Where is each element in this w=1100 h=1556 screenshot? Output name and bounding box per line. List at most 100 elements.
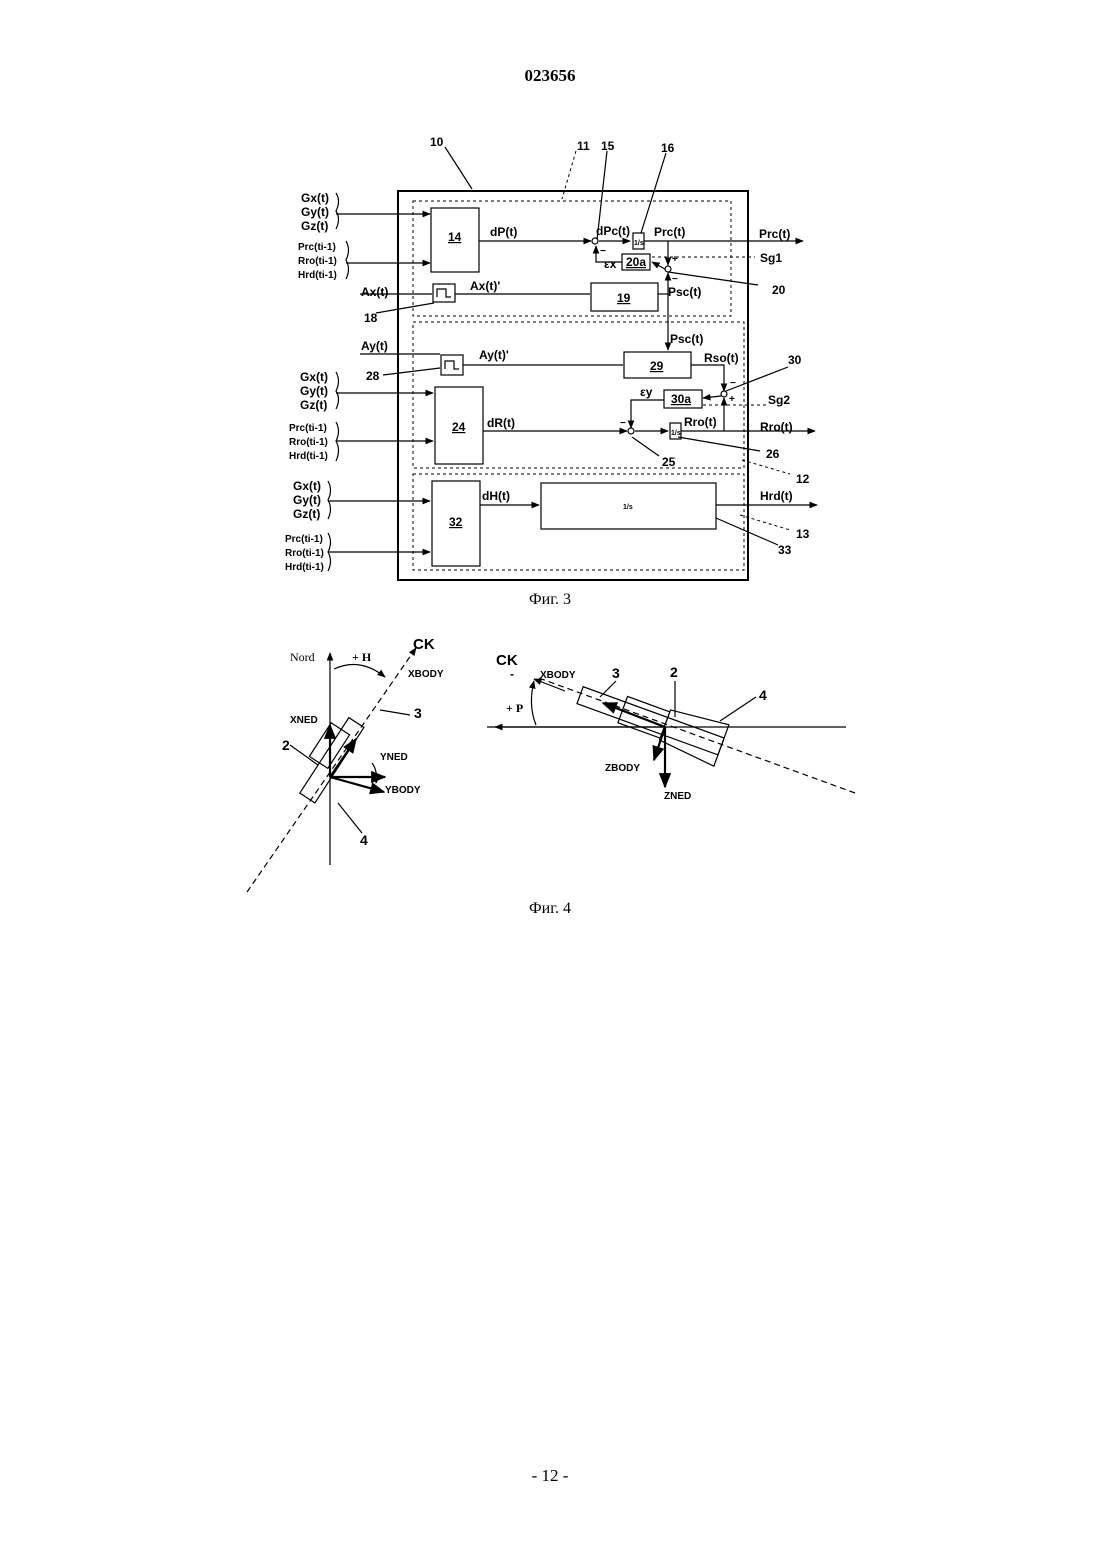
sum25-minus: − xyxy=(620,418,626,429)
fig4-left-xbody: XBODY xyxy=(408,669,444,680)
integrator-26-label: 1/s xyxy=(671,430,681,437)
fig4-left-ck: CK xyxy=(413,636,435,653)
sum30-minus: − xyxy=(730,378,736,389)
input-group-2: Gx(t) Gy(t) Gz(t) Prc(ti-1) Rro(ti-1) Hr… xyxy=(289,370,433,462)
fig4-left-heading-view: Nord CK + H XBODY XNED YNED YBODY 2 3 4 xyxy=(247,636,444,892)
leader-10 xyxy=(445,147,472,189)
input-gy-2: Gy(t) xyxy=(300,384,328,398)
page-number: - 12 - xyxy=(0,1466,1100,1486)
figure-3-block-diagram: 10 11 15 16 20 18 30 12 25 26 13 33 28 1… xyxy=(0,0,1100,620)
integrator-33-label: 1/s xyxy=(623,504,633,511)
signal-ex: εx xyxy=(604,257,617,271)
signal-Ax-prime: Ax(t)' xyxy=(470,279,500,293)
fig4-yned: YNED xyxy=(380,752,408,763)
input-gx-1: Gx(t) xyxy=(301,191,329,205)
input-hrd-3: Hrd(ti-1) xyxy=(285,562,324,573)
signal-ey: εy xyxy=(640,385,653,399)
block-20a-label: 20a xyxy=(626,255,646,269)
fig4-right-ck: CK xyxy=(496,652,518,669)
input-hrd-2: Hrd(ti-1) xyxy=(289,451,328,462)
dashed-box-13 xyxy=(413,474,744,570)
fig4-nord: Nord xyxy=(290,650,315,664)
sum20-plus: + xyxy=(672,254,678,265)
input-group-1: Gx(t) Gy(t) Gz(t) Prc(ti-1) Rro(ti-1) Hr… xyxy=(298,191,430,281)
figure-3-caption: Фиг. 3 xyxy=(0,591,1100,609)
input-gx-3: Gx(t) xyxy=(293,479,321,493)
filter-18 xyxy=(433,284,455,302)
input-rro-2: Rro(ti-1) xyxy=(289,437,328,448)
block-24-label: 24 xyxy=(452,420,466,434)
ref-20: 20 xyxy=(772,283,786,297)
fig4-right-xbody: XBODY xyxy=(540,670,576,681)
ref-18: 18 xyxy=(364,311,378,325)
fig4-right-2: 2 xyxy=(670,664,678,680)
block-29-label: 29 xyxy=(650,359,664,373)
ref-30: 30 xyxy=(788,353,802,367)
fig4-left-4: 4 xyxy=(360,832,368,848)
leader-18 xyxy=(376,303,434,313)
input-gy-1: Gy(t) xyxy=(301,205,329,219)
fig4-plus-p: + P xyxy=(506,701,523,715)
signal-dPc: dPc(t) xyxy=(596,224,630,238)
fig4-left-3: 3 xyxy=(414,705,422,721)
fig4-right-4: 4 xyxy=(759,687,767,703)
input-prc-3: Prc(ti-1) xyxy=(285,534,323,545)
ref-16: 16 xyxy=(661,141,675,155)
input-gx-2: Gx(t) xyxy=(300,370,328,384)
signal-Psc-1: Psc(t) xyxy=(668,285,701,299)
block-19-label: 19 xyxy=(617,291,631,305)
sum20-minus: − xyxy=(672,274,678,285)
signal-Sg1: Sg1 xyxy=(760,251,782,265)
signal-Prc-output: Prc(t) xyxy=(759,227,790,241)
input-hrd-1: Hrd(ti-1) xyxy=(298,270,337,281)
input-gy-3: Gy(t) xyxy=(293,493,321,507)
leader-20 xyxy=(668,272,758,285)
signal-dP: dP(t) xyxy=(490,225,517,239)
leader-16 xyxy=(641,153,666,233)
ref-10: 10 xyxy=(430,135,444,149)
input-Ax: Ax(t) xyxy=(361,285,388,299)
signal-Ay-prime: Ay(t)' xyxy=(479,348,509,362)
signal-Rso: Rso(t) xyxy=(704,351,739,365)
leader-12 xyxy=(742,460,790,474)
leader-25 xyxy=(632,437,659,456)
ref-12: 12 xyxy=(796,472,810,486)
input-group-3: Gx(t) Gy(t) Gz(t) Prc(ti-1) Rro(ti-1) Hr… xyxy=(285,479,430,573)
input-prc-1: Prc(ti-1) xyxy=(298,242,336,253)
input-gz-3: Gz(t) xyxy=(293,507,320,521)
sum30-plus: + xyxy=(729,394,735,405)
block-30a-label: 30a xyxy=(671,392,691,406)
figure-4-diagram: Nord CK + H XBODY XNED YNED YBODY 2 3 4 xyxy=(0,625,1100,925)
signal-Rro-inner: Rro(t) xyxy=(684,415,717,429)
input-rro-1: Rro(ti-1) xyxy=(298,256,337,267)
ref-13: 13 xyxy=(796,527,810,541)
leader-28 xyxy=(383,368,440,375)
input-prc-2: Prc(ti-1) xyxy=(289,423,327,434)
fig4-plus-h: + H xyxy=(352,650,372,664)
signal-Psc-2: Psc(t) xyxy=(670,332,703,346)
fig4-ybody: YBODY xyxy=(385,785,421,796)
ref-33: 33 xyxy=(778,543,792,557)
signal-Hrd-output: Hrd(t) xyxy=(760,489,793,503)
block-14-label: 14 xyxy=(448,230,462,244)
signal-Sg2: Sg2 xyxy=(768,393,790,407)
ref-26: 26 xyxy=(766,447,780,461)
fig4-left-2: 2 xyxy=(282,737,290,753)
block-32-label: 32 xyxy=(449,515,463,529)
ref-28: 28 xyxy=(366,369,380,383)
signal-dR: dR(t) xyxy=(487,416,515,430)
signal-Rro-output: Rro(t) xyxy=(760,420,793,434)
fig4-xned: XNED xyxy=(290,715,318,726)
filter-28 xyxy=(441,355,463,375)
ref-11: 11 xyxy=(577,139,590,153)
input-Ay: Ay(t) xyxy=(361,339,388,353)
input-gz-2: Gz(t) xyxy=(300,398,327,412)
fig4-right-3: 3 xyxy=(612,665,620,681)
fig4-zbody: ZBODY xyxy=(605,763,640,774)
input-gz-1: Gz(t) xyxy=(301,219,328,233)
integrator-16-label: 1/s xyxy=(634,240,644,247)
signal-dH: dH(t) xyxy=(482,489,510,503)
fig4-zned: ZNED xyxy=(664,791,691,802)
sum15-minus: − xyxy=(600,246,606,257)
